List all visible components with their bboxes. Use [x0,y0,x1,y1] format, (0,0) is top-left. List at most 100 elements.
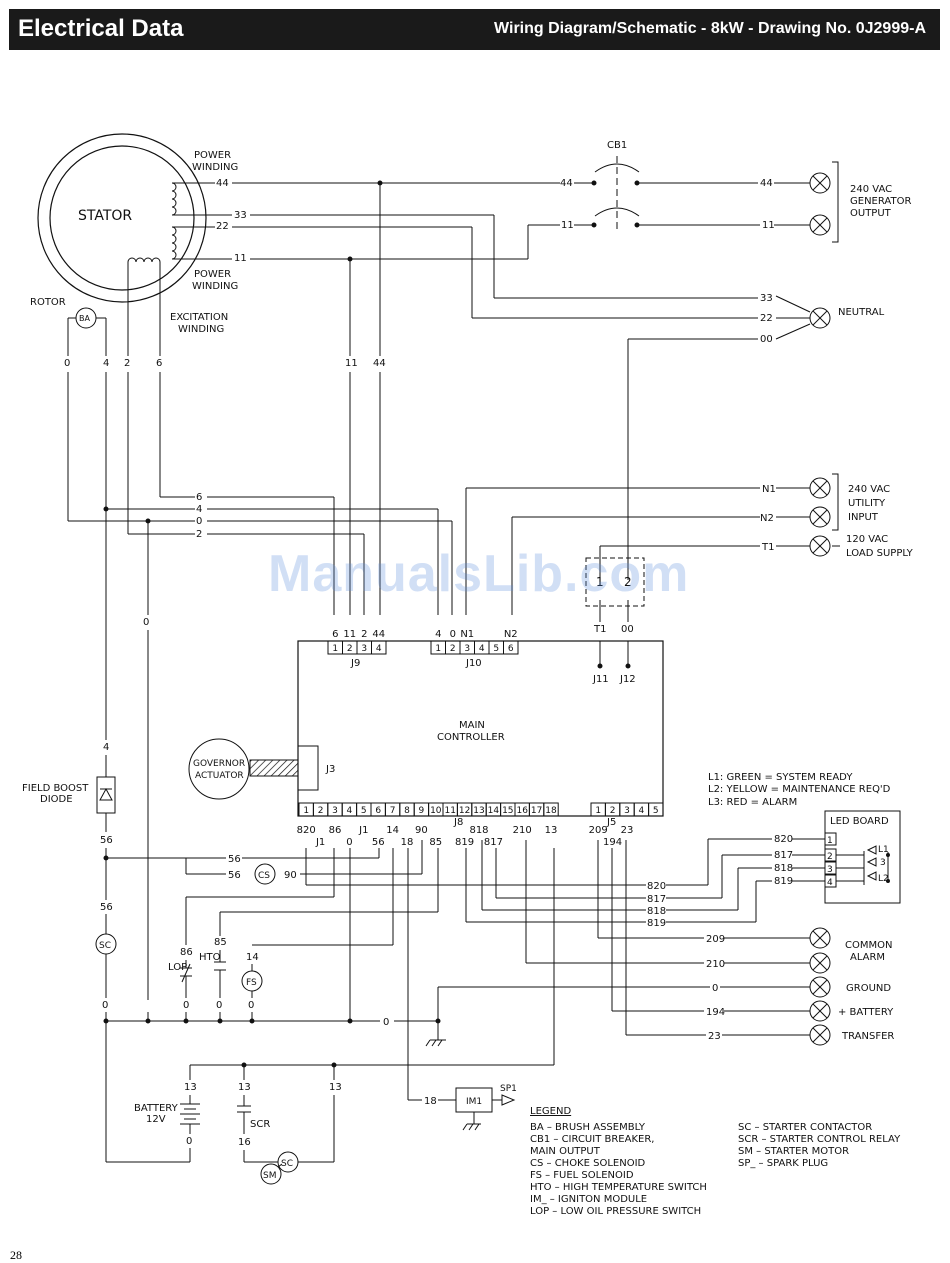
generator-terminal [809,172,831,194]
svg-text:0: 0 [64,358,70,369]
generator-output-label: 240 VAC [850,184,892,195]
power-winding-label: POWER [194,269,231,280]
j8-wire-label: 90 [415,825,428,836]
lop-label: LOP [168,962,187,973]
svg-text:13: 13 [329,1082,342,1093]
svg-text:FS: FS [246,978,257,988]
svg-text:16: 16 [238,1137,251,1148]
svg-text:22: 22 [216,221,229,232]
excitation-winding-label: EXCITATION [170,312,228,323]
page-header: Electrical Data Wiring Diagram/Schematic… [9,9,940,50]
svg-text:817: 817 [774,850,793,861]
spark-plug-label: SP1 [500,1084,517,1094]
svg-text:13: 13 [184,1082,197,1093]
svg-text:SC: SC [99,941,111,951]
svg-text:210: 210 [706,959,725,970]
field-wiring: 0 4 2 6 11 44 0 6 4 0 2 N1 N2 T1 [64,358,914,1000]
j5-pin-number: 4 [639,806,645,816]
svg-text:6: 6 [196,492,202,503]
j5-wire-label: 23 [621,825,634,836]
svg-text:18: 18 [424,1096,437,1107]
j5-wire-label: 194 [603,837,622,848]
svg-text:0: 0 [186,1136,192,1147]
j5-wire-label: 209 [589,825,608,836]
j8-wire-label: 817 [484,837,503,848]
j8-pin-number: 11 [444,806,455,816]
svg-text:DIODE: DIODE [40,794,73,805]
svg-text:ACTUATOR: ACTUATOR [195,771,244,781]
svg-text:J10: J10 [465,658,482,669]
svg-text:BA: BA [79,314,90,323]
svg-text:BA – BRUSH ASSEMBLY: BA – BRUSH ASSEMBLY [530,1122,646,1133]
svg-text:J5: J5 [606,817,616,828]
j10-pin-number: 3 [464,644,470,654]
j10-pin-number: 1 [435,644,441,654]
j8-pin-number: 3 [332,806,338,816]
svg-text:4: 4 [827,878,833,888]
svg-text:85: 85 [214,937,227,948]
j5-pin-number: 2 [610,806,616,816]
svg-text:0: 0 [712,983,718,994]
j8-pin-number: 17 [531,806,542,816]
svg-text:820: 820 [647,881,666,892]
j8-pin-number: 15 [502,806,513,816]
svg-text:LOP – LOW OIL PRESSURE SWITC: LOP – LOW OIL PRESSURE SWITCH [530,1206,701,1217]
page-number: 28 [10,1248,22,1262]
svg-text:WINDING: WINDING [192,281,238,292]
transfer-relay: 1 2 T1 00 [585,557,645,635]
svg-text:2: 2 [624,575,632,589]
j9-pin-number: 3 [361,644,367,654]
load-terminal [809,535,831,557]
svg-text:33: 33 [760,293,773,304]
svg-text:13: 13 [238,1082,251,1093]
svg-text:L2: L2 [878,874,889,884]
svg-text:4: 4 [196,504,202,515]
svg-text:11: 11 [561,220,574,231]
svg-text:819: 819 [647,918,666,929]
svg-text:SP_ – SPARK PLUG: SP_ – SPARK PLUG [738,1158,828,1169]
svg-text:11: 11 [345,358,358,369]
j10-wire-label: N2 [504,629,518,640]
transfer-terminal [809,1024,831,1046]
svg-text:86: 86 [180,947,193,958]
transfer-label: TRANSFER [841,1031,894,1042]
controller-title: MAIN [459,720,485,731]
ground-terminal [809,976,831,998]
j8-wire-label: 819 [455,837,474,848]
svg-text:6: 6 [156,358,162,369]
svg-text:ALARM: ALARM [850,952,885,963]
j8-wire-label: 0 [346,837,352,848]
utility-input-label: 240 VAC [848,484,890,495]
j9-pin-number: 4 [376,644,382,654]
section-title: Electrical Data [18,15,184,42]
svg-text:44: 44 [373,358,386,369]
svg-text:819: 819 [774,876,793,887]
j8-wire-label: 18 [401,837,414,848]
j5-pin-number: 1 [595,806,601,816]
j10-pin-number: 6 [508,644,514,654]
alarm-wiring: 820 820 817 817 818 818 819 819 209 210 … [305,834,894,1046]
j8-wire-label: 210 [513,825,532,836]
svg-text:2: 2 [827,852,833,862]
j8-pin-number: 5 [361,806,367,816]
svg-text:194: 194 [706,1007,725,1018]
svg-text:OUTPUT: OUTPUT [850,208,892,219]
j10-pin [503,640,519,655]
svg-text:820: 820 [774,834,793,845]
j8-pin-number: 18 [545,806,557,816]
utility-terminal [809,477,831,499]
svg-text:IM1: IM1 [466,1097,482,1107]
drawing-title: Wiring Diagram/Schematic - 8kW - Drawing… [494,20,926,37]
j9-pin-number: 2 [347,644,353,654]
j10-pin-number: 5 [493,644,499,654]
j9-pin [371,640,387,655]
j9-wire-label: 6 [332,629,338,640]
svg-text:L2: YELLOW = MAINTENANCE RE: L2: YELLOW = MAINTENANCE REQ'D [708,784,891,795]
svg-text:3: 3 [827,865,833,875]
svg-text:14: 14 [246,952,259,963]
svg-text:3: 3 [880,858,886,868]
